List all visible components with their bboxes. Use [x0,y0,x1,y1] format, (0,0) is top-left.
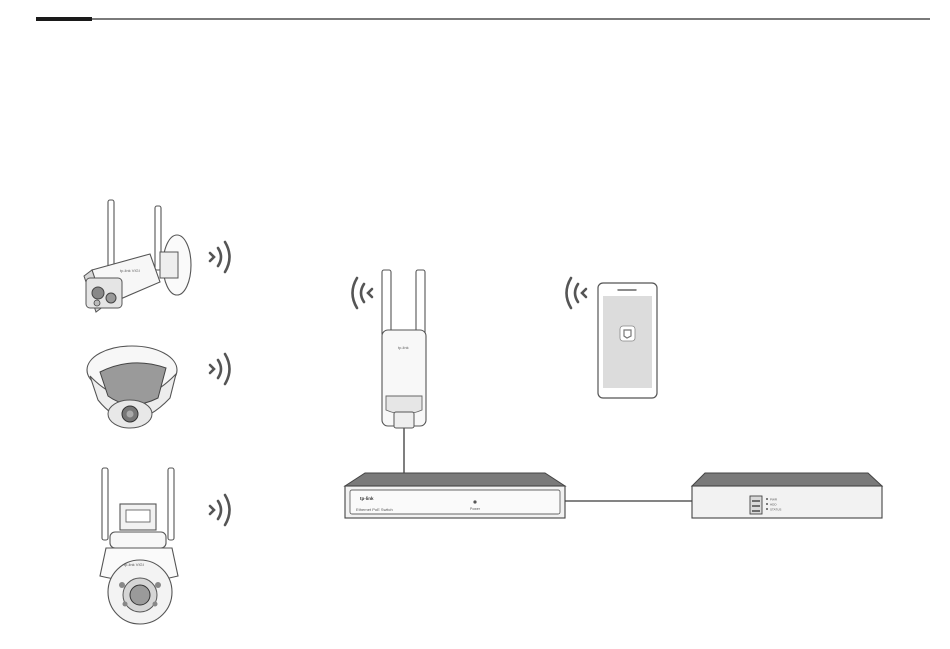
nvr-led-label: PWR [770,498,778,502]
wifi-signal-icon [210,354,230,384]
nvr-led-label: HDD [770,503,777,507]
wifi-signal-icon [210,242,230,272]
poe-switch-icon: tp-link Ethernet PoE Switch Power [345,473,565,518]
ptz-camera-icon: tp-link VIGI [100,468,178,624]
header-accent-bar [36,17,92,21]
switch-model: Ethernet PoE Switch [356,507,393,512]
ap-brand: tp-link [398,345,409,350]
outdoor-access-point-icon: tp-link [382,270,426,428]
wifi-signal-icon [353,278,373,308]
switch-power-label: Power [470,507,481,511]
ptz-camera-brand: tp-link VIGI [124,562,144,567]
dome-camera-icon [87,346,177,428]
nvr-led-label: STATUS [770,508,781,512]
bullet-camera-brand: tp-link VIGI [120,268,140,273]
vigi-app-icon [620,326,635,341]
wifi-signal-icon [567,278,587,308]
wifi-signal-icon [210,495,230,525]
nvr-icon: PWR HDD STATUS [692,473,882,518]
power-led [473,500,476,503]
bullet-camera-icon: tp-link VIGI [84,200,191,312]
smartphone-icon [598,283,657,398]
switch-brand: tp-link [360,496,374,501]
